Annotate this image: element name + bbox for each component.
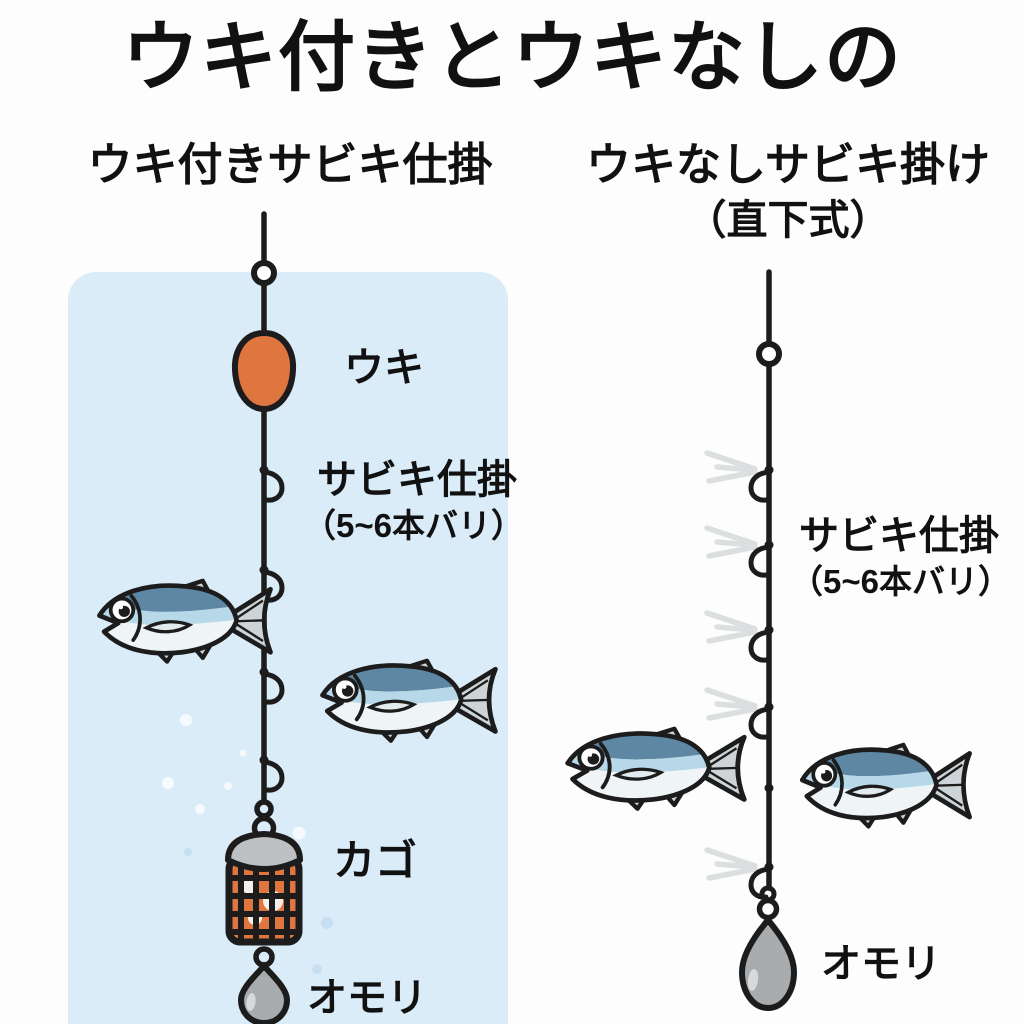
left-rig-sublabel: （5~6本バリ） <box>303 507 524 544</box>
left-rig <box>225 211 303 1024</box>
right-rig-label: サビキ仕掛 <box>799 514 999 558</box>
line-loop <box>254 799 274 819</box>
sinker-icon <box>237 961 291 1024</box>
bubble-icon <box>162 714 333 974</box>
right-header-line2: （直下式） <box>685 196 891 243</box>
right-rig <box>704 269 798 1012</box>
right-weight-label: オモリ <box>821 942 941 986</box>
swivel-ring-icon <box>756 341 782 367</box>
right-column-header: ウキなしサビキ掛け （直下式） <box>562 140 1014 243</box>
page-title: ウキ付きとウキなしの <box>122 15 902 101</box>
sinker-icon <box>738 915 798 1012</box>
left-column-header: ウキ付きサビキ仕掛 <box>87 139 493 190</box>
fish-icon <box>90 578 278 662</box>
fish-icon <box>313 658 503 741</box>
line-knots <box>764 465 774 872</box>
float-icon <box>231 329 297 413</box>
left-rig-label: サビキ仕掛 <box>317 458 517 502</box>
line-knots <box>259 465 269 765</box>
float-label: ウキ <box>344 346 424 390</box>
feather-icon <box>704 450 758 881</box>
right-header-line1: ウキなしサビキ掛け <box>585 139 991 190</box>
fish-icon <box>558 726 752 809</box>
fish-icon <box>793 742 977 827</box>
bait-cage-icon <box>225 831 303 946</box>
swivel-ring-icon <box>756 897 780 921</box>
swivel-ring-icon <box>251 260 277 286</box>
left-weight-label: オモリ <box>307 976 427 1020</box>
hook-icon <box>261 469 285 793</box>
hook-icon <box>748 469 772 900</box>
right-rig-sublabel: （5~6本バリ） <box>790 563 1011 600</box>
cage-label: カゴ <box>333 837 418 884</box>
